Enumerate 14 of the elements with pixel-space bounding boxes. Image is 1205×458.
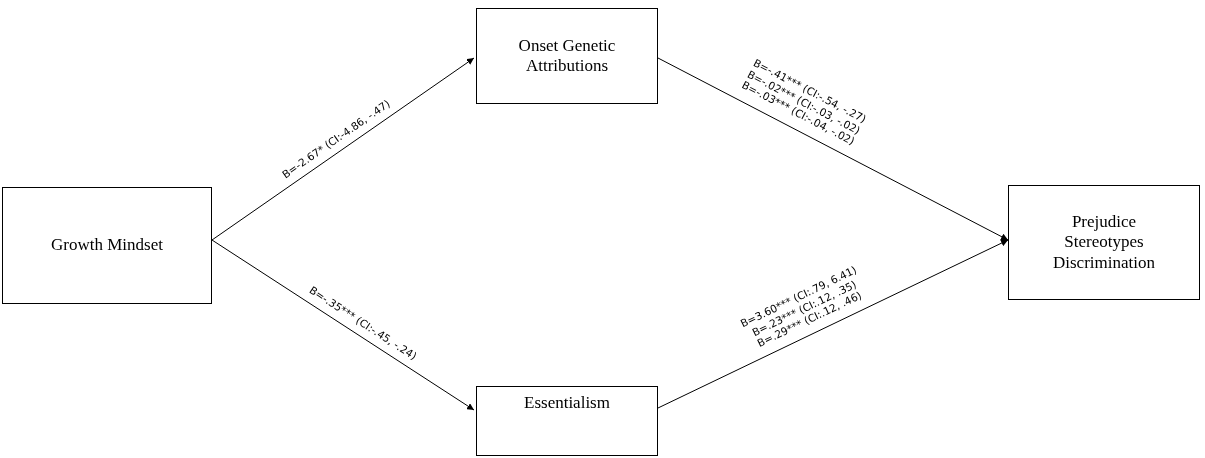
arrow [211,239,475,411]
arrow [211,57,475,241]
arrow [657,57,1009,241]
variable-name: Discrimination [1053,252,1155,274]
variable-name: Onset Genetic Attributions [517,35,617,77]
variable-name: Prejudice [1071,211,1137,233]
variable-box [476,8,658,104]
variable-name: Growth Mindset [51,235,163,256]
arrow [657,239,1009,409]
variable-box [476,386,658,456]
variable-box [1008,185,1200,300]
variable-name: Stereotypes [1064,232,1144,253]
variable-box [2,187,212,304]
variable-name: Essentialism [524,393,610,414]
